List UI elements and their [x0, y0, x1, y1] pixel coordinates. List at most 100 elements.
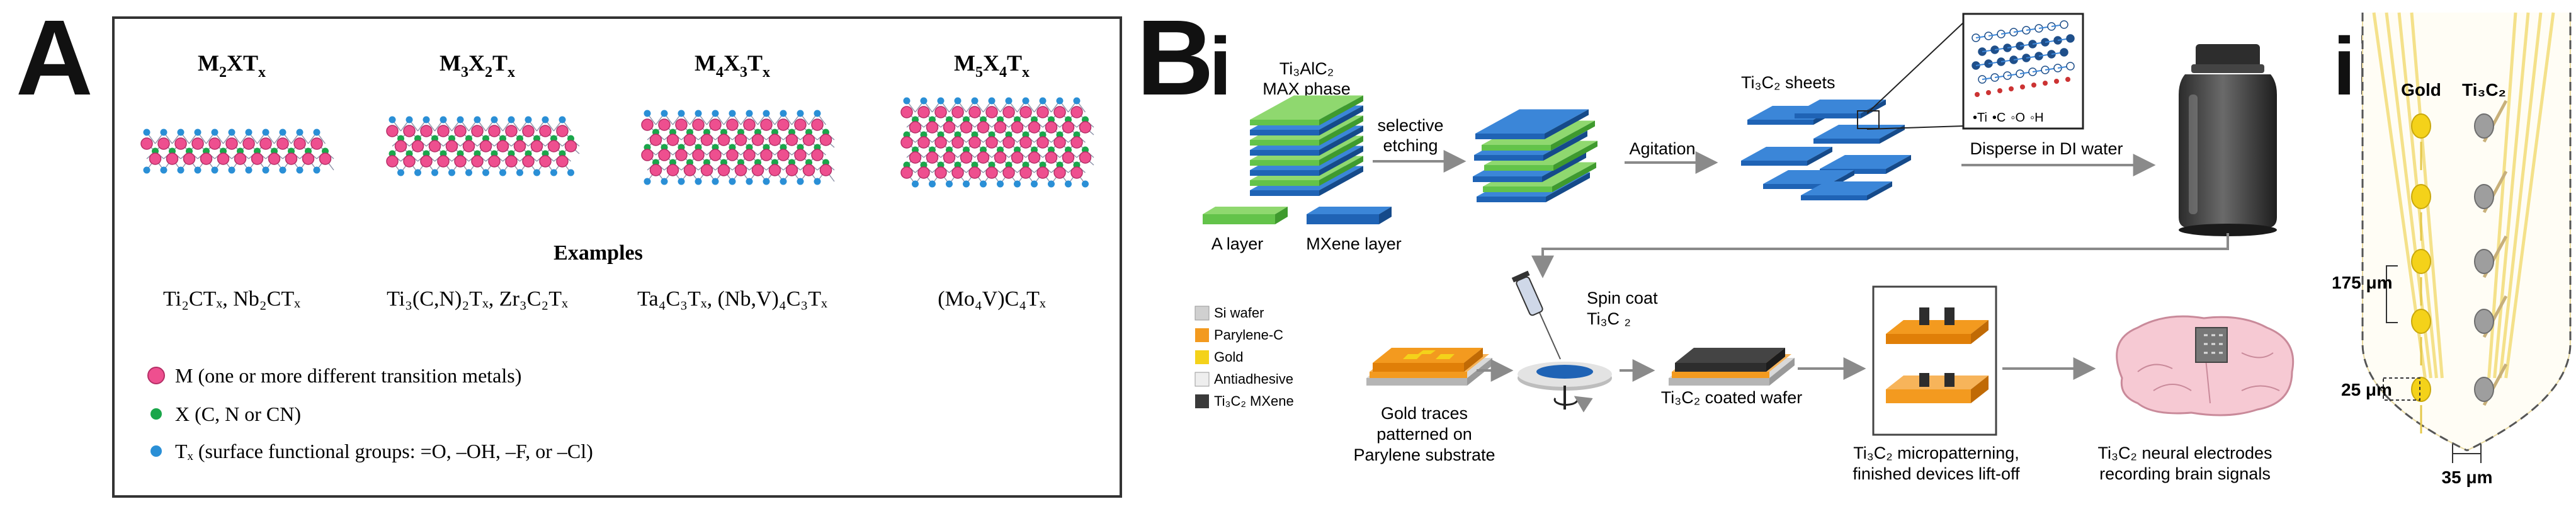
termination-atom — [797, 178, 804, 185]
example-1: Ti₂CTₓ, Nb₂CTₓ — [163, 287, 300, 311]
dim-25: 25 μm — [2341, 380, 2392, 399]
metal-atom — [1028, 151, 1041, 164]
termination-atom — [567, 169, 574, 176]
termination-atom — [499, 169, 506, 176]
metal-atom — [768, 134, 781, 146]
metal-atom — [522, 155, 535, 168]
metal-atom — [1019, 106, 1032, 118]
inset-legend: •Ti•C◦O◦H — [1973, 111, 2044, 125]
dim-175: 175 μm — [2332, 273, 2393, 292]
example-4: (Mo₄V)C₄Tₓ — [938, 287, 1046, 311]
panel-a-letter: A — [16, 0, 93, 118]
metal-atom — [726, 149, 739, 161]
max-phase-formula: Ti₃AlC₂ — [1279, 59, 1334, 78]
metal-atom — [666, 134, 679, 146]
metal-atom — [926, 151, 939, 164]
termination-atom — [389, 116, 396, 123]
wafer-coated — [1669, 348, 1795, 386]
termination-atom — [448, 169, 455, 176]
metal-atom — [437, 125, 450, 137]
metal-atom — [1028, 121, 1041, 134]
metal-atom — [1002, 106, 1015, 118]
metal-atom — [445, 140, 458, 152]
metal-atom — [734, 164, 747, 176]
metal-atom — [785, 164, 798, 176]
termination-atom — [920, 97, 928, 105]
ti3c2-sheets — [1741, 100, 1911, 200]
termination-atom — [491, 116, 498, 123]
termination-atom — [440, 116, 447, 123]
termination-atom — [780, 110, 787, 117]
termination-atom — [474, 116, 481, 123]
metal-atom — [802, 164, 815, 176]
max-phase-stack — [1250, 95, 1363, 196]
metal-atom — [496, 140, 509, 152]
termination-atom — [644, 178, 651, 185]
dim-35: 35 μm — [2442, 467, 2493, 487]
metal-atom — [968, 106, 981, 118]
metal-atom — [675, 118, 688, 131]
panel-a-frame — [112, 16, 1122, 498]
termination-atom — [695, 178, 702, 185]
ti3c2-electrode — [2474, 113, 2494, 139]
probe-trace — [2504, 12, 2555, 379]
metal-atom — [951, 166, 964, 179]
legend-gold: Gold — [1214, 349, 1243, 365]
termination-atom — [763, 178, 770, 185]
metal-atom — [658, 149, 671, 161]
metal-atom — [276, 137, 289, 150]
metal-atom — [403, 125, 416, 137]
inset-atom — [2031, 83, 2036, 88]
metal-atom — [811, 149, 824, 161]
metal-atom — [488, 125, 501, 137]
metal-atom — [726, 118, 739, 131]
etched-mxene-layer — [1475, 109, 1589, 134]
inset-atom — [1997, 88, 2002, 93]
termination-atom — [937, 97, 945, 105]
metal-atom — [1002, 136, 1015, 149]
termination-atom — [211, 166, 218, 174]
metal-atom — [513, 140, 526, 152]
metal-atom — [819, 164, 832, 176]
metal-atom — [564, 140, 577, 152]
rat-brain — [2116, 315, 2295, 416]
legend-x-dot — [150, 408, 162, 420]
termination-atom — [729, 110, 736, 117]
termination-atom — [279, 166, 287, 174]
metal-atom — [547, 140, 560, 152]
agitation-label: Agitation — [1629, 139, 1695, 158]
legend-antiadhesive: Antiadhesive — [1214, 371, 1293, 387]
termination-atom — [678, 110, 685, 117]
termination-atom — [954, 97, 962, 105]
metal-atom — [268, 152, 281, 165]
gold-electrode — [2411, 377, 2431, 402]
examples-title: Examples — [553, 241, 643, 265]
neural-line2: recording brain signals — [2099, 464, 2271, 483]
termination-atom — [661, 178, 668, 185]
metal-atom — [488, 155, 501, 168]
termination-atom — [177, 166, 184, 174]
termination-atom — [695, 110, 702, 117]
legend-parylene: Parylene-C — [1214, 327, 1283, 343]
metal-atom — [760, 149, 773, 161]
probe-ti-label: Ti₃C₂ — [2462, 80, 2506, 100]
metal-atom — [934, 166, 947, 179]
atom-legend: M (one or more different transition meta… — [147, 364, 593, 462]
etched-stack — [1473, 109, 1597, 202]
metal-atom — [683, 164, 696, 176]
termination-atom — [1082, 180, 1089, 188]
termination-atom — [1005, 97, 1013, 105]
termination-atom — [746, 178, 753, 185]
neural-line1: Ti₃C₂ neural electrodes — [2097, 444, 2272, 462]
metal-atom — [157, 137, 170, 150]
legend-gold-swatch — [1195, 350, 1209, 364]
sub-panel-i: i — [1209, 20, 1232, 112]
mxene-layer-sample — [1307, 207, 1392, 224]
dim-25-box — [2383, 377, 2420, 401]
termination-atom — [980, 180, 987, 188]
metal-atom — [174, 137, 187, 150]
metal-atom — [977, 151, 990, 164]
metal-atom — [926, 121, 939, 134]
metal-atom — [386, 125, 399, 137]
metal-atom — [943, 121, 956, 134]
